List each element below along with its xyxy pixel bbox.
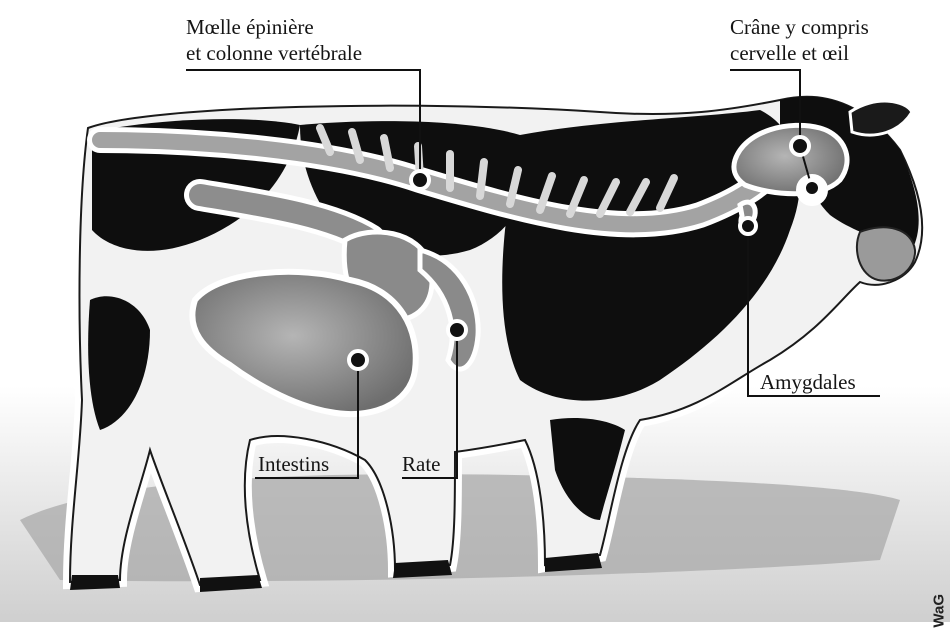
marker-spleen	[448, 321, 466, 339]
label-spinal-cord-line-2: et colonne vertébrale	[186, 40, 362, 66]
label-skull-line-2: cervelle et œil	[730, 40, 869, 66]
label-skull-line-1: Crâne y compris	[730, 14, 869, 40]
marker-spinal-cord	[411, 171, 429, 189]
label-intestines: Intestins	[258, 451, 329, 477]
label-tonsils: Amygdales	[760, 369, 856, 395]
label-spleen: Rate	[402, 451, 440, 477]
marker-intestines	[349, 351, 367, 369]
marker-eye	[804, 180, 820, 196]
marker-tonsils	[740, 218, 756, 234]
credit-text: WaG	[931, 594, 948, 628]
label-spinal-cord-line-1: Mœlle épinière	[186, 14, 362, 40]
marker-skull	[791, 137, 809, 155]
label-skull: Crâne y compris cervelle et œil	[730, 14, 869, 66]
label-spinal-cord: Mœlle épinière et colonne vertébrale	[186, 14, 362, 66]
